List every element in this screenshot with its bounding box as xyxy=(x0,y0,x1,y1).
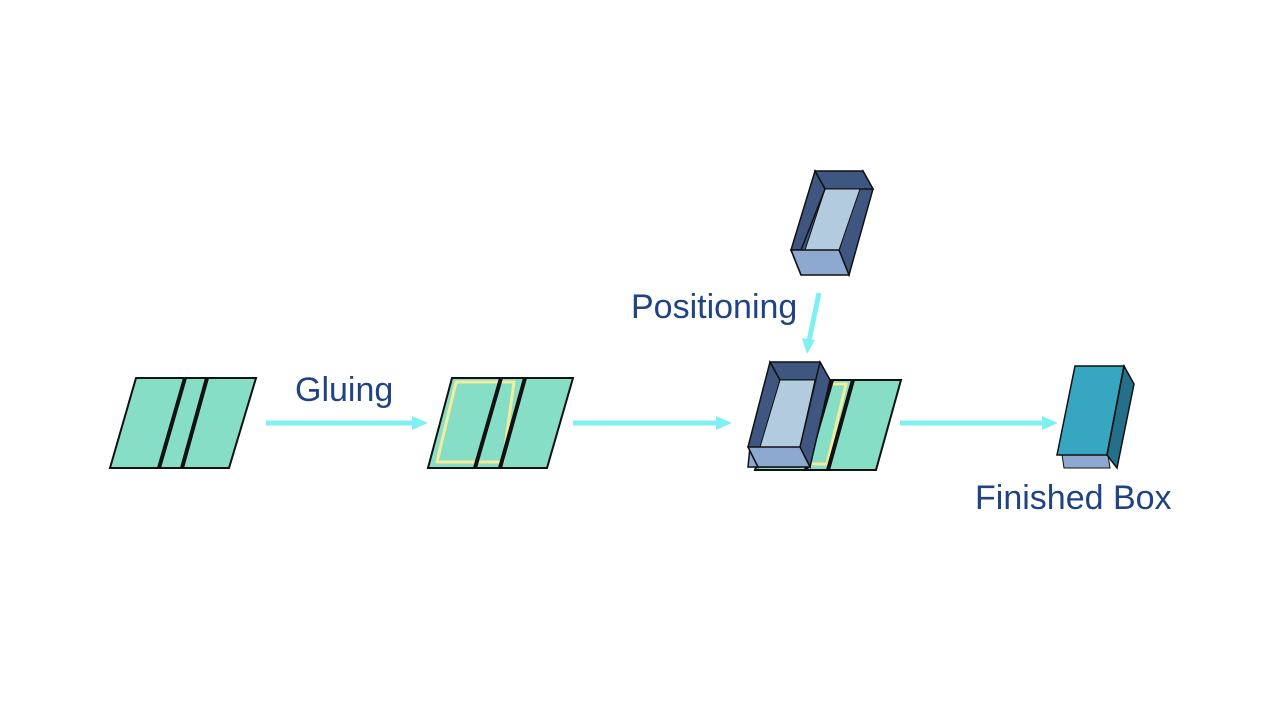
finished-box-icon xyxy=(1056,363,1135,470)
gluing-label: Gluing xyxy=(295,371,394,409)
flow-arrow-icon xyxy=(802,292,822,354)
flow-arrow-icon xyxy=(573,416,732,430)
assembly-icon xyxy=(746,359,903,471)
flow-arrow-icon xyxy=(266,416,428,430)
glued-board-icon xyxy=(426,377,575,469)
positioning-label: Positioning xyxy=(631,288,798,326)
flat-board-icon xyxy=(108,377,258,469)
tray-icon xyxy=(789,169,875,278)
flow-arrow-icon xyxy=(900,416,1058,430)
finished-box-label: Finished Box xyxy=(975,479,1172,517)
